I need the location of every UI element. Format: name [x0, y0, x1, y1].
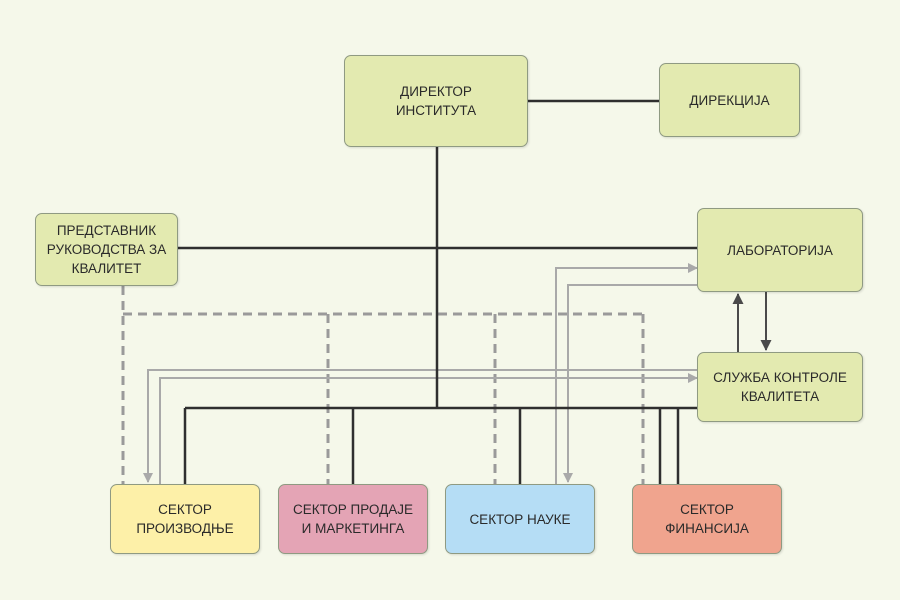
arrow-science-to-laboratory: [555, 263, 698, 484]
node-sales-marketing-sector: СЕКТОР ПРОДАЈЕ И МАРКЕТИНГА: [278, 484, 428, 554]
node-laboratory: ЛАБОРАТОРИЈА: [697, 208, 863, 292]
hierarchy-lines: [178, 99, 697, 484]
arrow-laboratory-to-science: [563, 284, 697, 483]
lab-qc-arrows: [732, 292, 772, 352]
node-directorate: ДИРЕКЦИЈА: [659, 63, 800, 137]
node-director: ДИРЕКТОР ИНСТИТУТА: [344, 55, 528, 147]
node-quality-representative: ПРЕДСТАВНИК РУКОВОДСТВА ЗА КВАЛИТЕТ: [35, 213, 178, 286]
node-science-sector: СЕКТОР НАУКЕ: [445, 484, 595, 554]
dashed-quality-lines: [121, 286, 645, 484]
node-quality-control-service: СЛУЖБА КОНТРОЛЕ КВАЛИТЕТА: [697, 352, 863, 422]
feedback-arrows: [143, 263, 698, 484]
node-production-sector: СЕКТОР ПРОИЗВОДЊЕ: [110, 484, 260, 554]
node-finance-sector: СЕКТОР ФИНАНСИЈА: [632, 484, 782, 554]
arrow-quality-control-to-production: [143, 369, 697, 483]
arrow-production-to-quality-control: [159, 373, 698, 484]
